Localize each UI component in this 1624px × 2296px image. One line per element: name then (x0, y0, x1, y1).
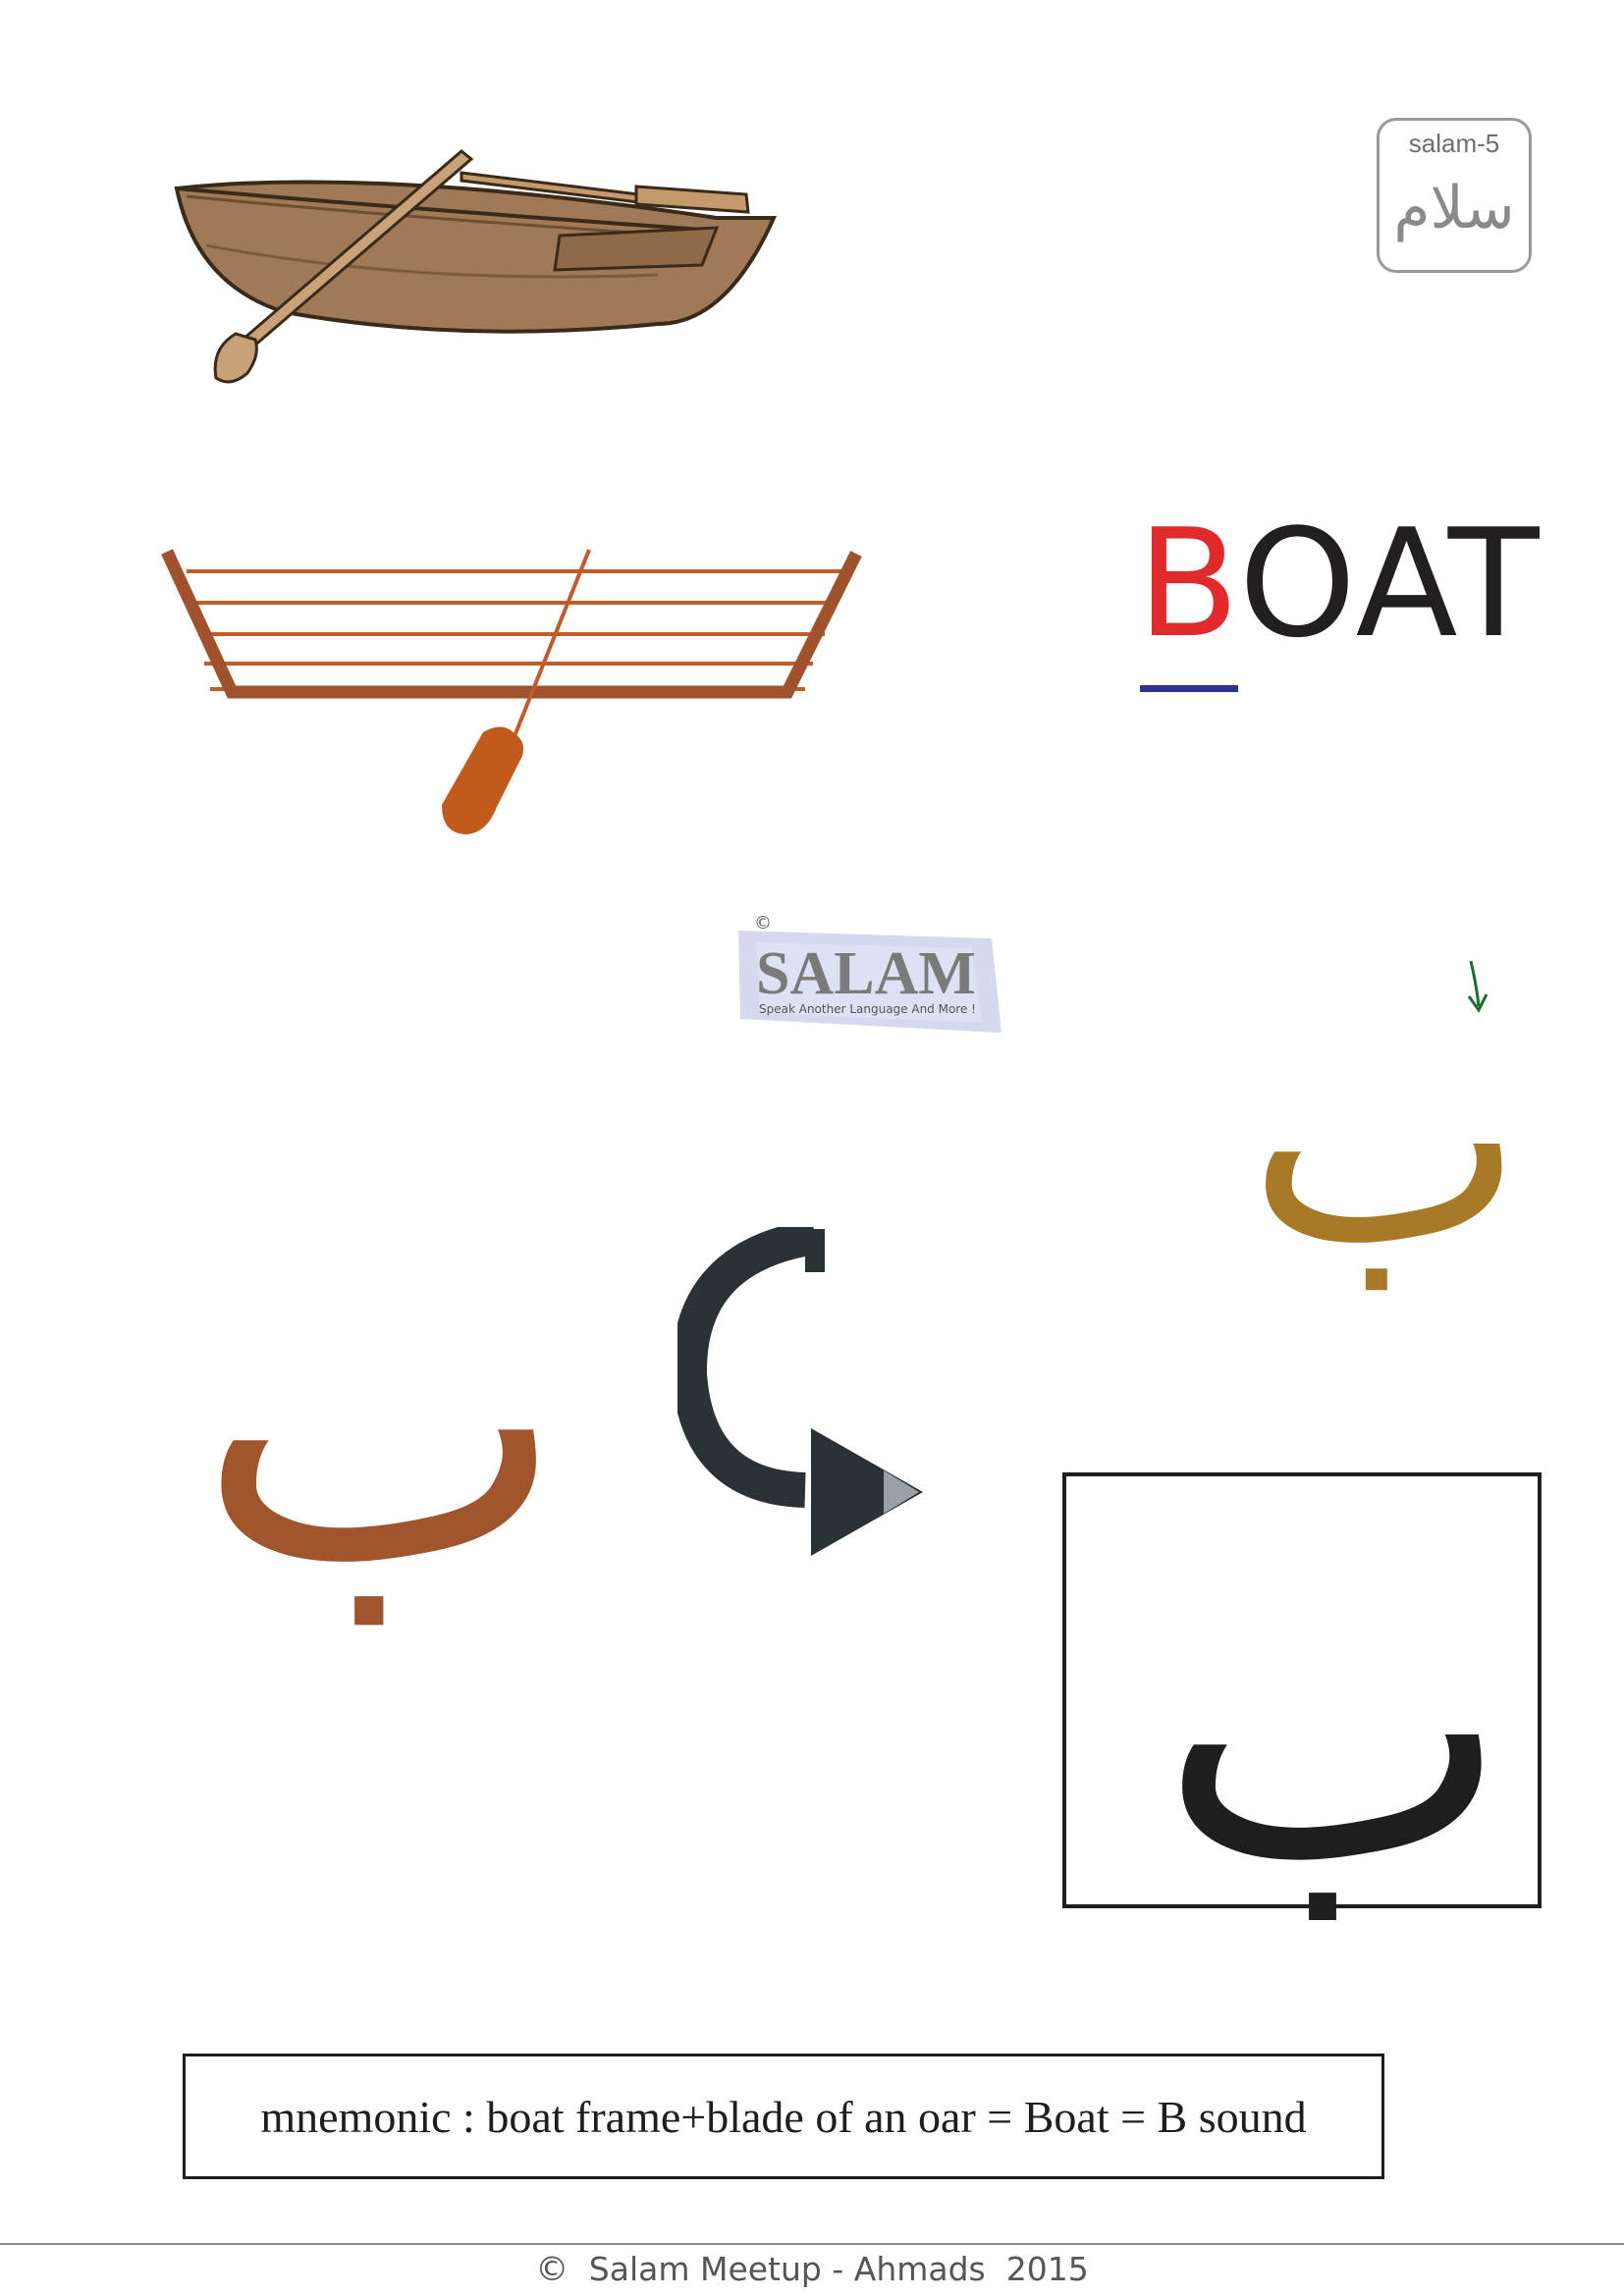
watermark-brand: SALAM (756, 940, 976, 1007)
letter-box (1062, 1472, 1542, 1908)
word-rest: OAT (1238, 497, 1542, 670)
badge-code: salam-5 (1408, 129, 1500, 158)
salam-watermark-logo: © SALAM Speak Another Language And More … (738, 913, 1001, 1033)
watermark-copyright: © (754, 913, 772, 934)
lesson-badge: salam-5 سلام (1377, 118, 1532, 273)
rowing-boat-illustration (174, 149, 778, 384)
footer: © Salam Meetup - Ahmads 2015 (0, 2250, 1624, 2289)
boat-frame-with-oar-diagram (161, 549, 862, 834)
word-first-letter: B (1137, 497, 1239, 670)
watermark-tagline: Speak Another Language And More ! (759, 1002, 976, 1016)
letter-ba-gold: ب (1247, 967, 1525, 1309)
copyright-icon: © (535, 2250, 569, 2289)
letter-ba-boxed: ب (1159, 1510, 1510, 1945)
word-boat: BOAT (1137, 501, 1542, 667)
word-underline (1140, 685, 1238, 692)
curved-arrow-icon (677, 1227, 923, 1556)
badge-arabic-word: سلام (1393, 174, 1515, 242)
mnemonic-box: mnemonic : boat frame+blade of an oar = … (183, 2054, 1384, 2179)
footer-divider (0, 2243, 1624, 2245)
footer-text: Salam Meetup - Ahmads 2015 (588, 2250, 1089, 2288)
small-down-arrow-icon (1467, 960, 1489, 1013)
mnemonic-text: mnemonic : boat frame+blade of an oar = … (260, 2091, 1307, 2142)
letter-ba-brown: ب (196, 1195, 567, 1651)
